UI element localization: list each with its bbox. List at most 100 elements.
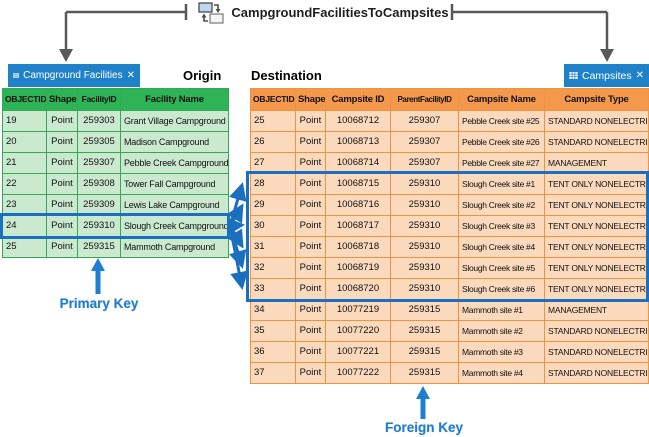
table-cell: Point [295,362,326,384]
table-cell: Lewis Lake Campground [120,194,229,216]
close-icon[interactable]: ✕ [635,69,644,81]
table-cell: 36 [250,341,296,363]
table-cell: 29 [250,194,296,216]
column-header[interactable]: OBJECTID [2,88,47,111]
table-cell: 259307 [390,110,459,132]
tab-label: Campsites [582,69,632,82]
table-cell: 10068713 [325,131,391,153]
table-cell: 259307 [390,131,459,153]
close-icon[interactable]: ✕ [126,69,135,81]
foreign-key-label: Foreign Key [384,420,464,435]
table-cell: 25 [2,236,47,258]
table-cell: 259315 [390,362,459,384]
column-header[interactable]: Shape [295,88,326,111]
table-cell: 10068714 [325,152,391,174]
column-header[interactable]: ParentFacilityID [390,88,459,111]
table-cell: Point [46,110,78,132]
table-cell: Point [46,236,78,258]
table-cell: Slough Creek site #1 [458,173,545,195]
column-header[interactable]: FacilityID [77,88,121,111]
down-arrowhead-destination [600,49,614,62]
table-cell: Mammoth Campground [120,236,229,258]
table-cell: Point [295,278,326,300]
table-cell: 259315 [390,299,459,321]
column-header[interactable]: Facility Name [120,88,229,111]
table-cell: 10077222 [325,362,391,384]
tab-campground-facilities[interactable]: Campground Facilities ✕ [8,64,140,87]
table-cell: 259310 [390,257,459,279]
table-cell: 30 [250,215,296,237]
column-header[interactable]: Campsite ID [325,88,391,111]
relationship-class-title: CampgroundFacilitiesToCampsites [231,5,449,20]
table-cell: 10068719 [325,257,391,279]
table-cell: 10077220 [325,320,391,342]
table-cell: Point [295,173,326,195]
table-cell: TENT ONLY NONELECTRIC [544,194,649,216]
tab-campsites[interactable]: Campsites ✕ [564,64,649,87]
table-cell: Point [295,152,326,174]
table-cell: 259310 [390,215,459,237]
table-cell: TENT ONLY NONELECTRIC [544,236,649,258]
table-cell: 259310 [390,173,459,195]
table-cell: TENT ONLY NONELECTRIC [544,278,649,300]
down-arrowhead-origin [59,49,73,62]
tab-label: Campground Facilities [23,70,123,81]
table-cell: Slough Creek site #5 [458,257,545,279]
table-cell: Point [295,215,326,237]
table-cell: Point [46,215,78,237]
table-cell: 20 [2,131,47,153]
column-header[interactable]: Campsite Type [544,88,649,111]
table-cell: Pebble Creek site #25 [458,110,545,132]
table-cell: 33 [250,278,296,300]
table-cell: 27 [250,152,296,174]
column-header[interactable]: Shape [46,88,78,111]
table-cell: MANAGEMENT [544,299,649,321]
primary-key-label: Primary Key [59,296,139,311]
table-cell: 35 [250,320,296,342]
table-cell: Slough Creek Campground [120,215,229,237]
column-header[interactable]: Campsite Name [458,88,545,111]
table-cell: 34 [250,299,296,321]
table-cell: 28 [250,173,296,195]
table-cell: TENT ONLY NONELECTRIC [544,173,649,195]
table-cell: 24 [2,215,47,237]
table-cell: Point [295,131,326,153]
table-cell: Tower Fall Campground [120,173,229,195]
table-cell: 259307 [390,152,459,174]
table-cell: Point [295,110,326,132]
table-cell: 10068716 [325,194,391,216]
table-cell: STANDARD NONELECTRIC [544,320,649,342]
table-cell: 31 [250,236,296,258]
table-cell: 19 [2,110,47,132]
table-cell: 259310 [390,278,459,300]
table-cell: Mammoth site #1 [458,299,545,321]
table-cell: STANDARD NONELECTRIC [544,362,649,384]
table-cell: Slough Creek site #2 [458,194,545,216]
column-header[interactable]: OBJECTID [250,88,296,111]
table-cell: 37 [250,362,296,384]
table-cell: Mammoth site #3 [458,341,545,363]
